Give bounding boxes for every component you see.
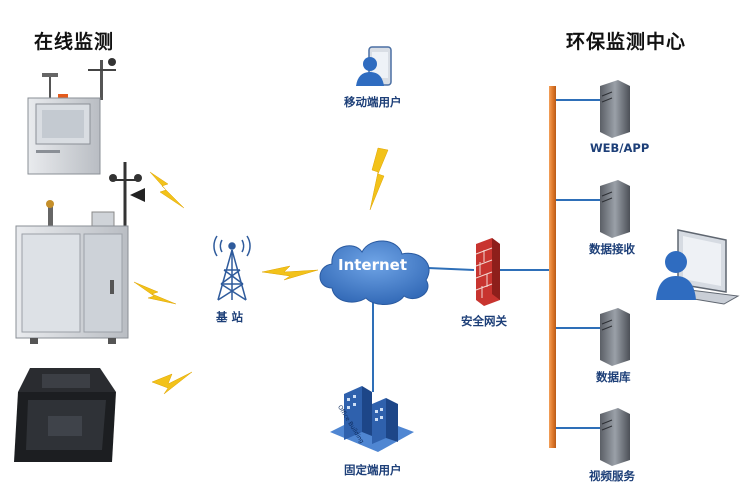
- label-internet: Internet: [338, 256, 408, 274]
- server-icon: [600, 80, 630, 466]
- network-bus: [549, 86, 556, 448]
- label-firewall: 安全网关: [461, 314, 507, 328]
- heading-online-monitoring: 在线监测: [34, 31, 115, 53]
- monitoring-station-2: [15, 162, 145, 344]
- link-internet-firewall: [427, 267, 475, 271]
- office-building-icon: [330, 386, 414, 452]
- server-label-database: 数据库: [596, 370, 631, 384]
- server-label-data-receive: 数据接收: [589, 242, 635, 256]
- cloud-icon: [319, 240, 430, 305]
- firewall-icon: [475, 238, 500, 306]
- mobile-user-icon: [356, 46, 392, 86]
- label-mobile-user: 移动端用户: [344, 95, 402, 109]
- label-office-user: 固定端用户: [344, 463, 402, 477]
- lightning-icon: [133, 147, 389, 395]
- server-label-video-service: 视频服务: [589, 469, 635, 483]
- antenna-icon: [213, 235, 251, 301]
- label-base-station: 基 站: [216, 310, 244, 324]
- monitoring-station-3: [14, 368, 116, 462]
- network-links: [372, 99, 600, 429]
- heading-monitoring-center: 环保监测中心: [566, 31, 687, 53]
- admin-computer-icon: [656, 229, 740, 305]
- server-label-web-app: WEB/APP: [590, 141, 650, 155]
- monitoring-station-1: [27, 58, 116, 175]
